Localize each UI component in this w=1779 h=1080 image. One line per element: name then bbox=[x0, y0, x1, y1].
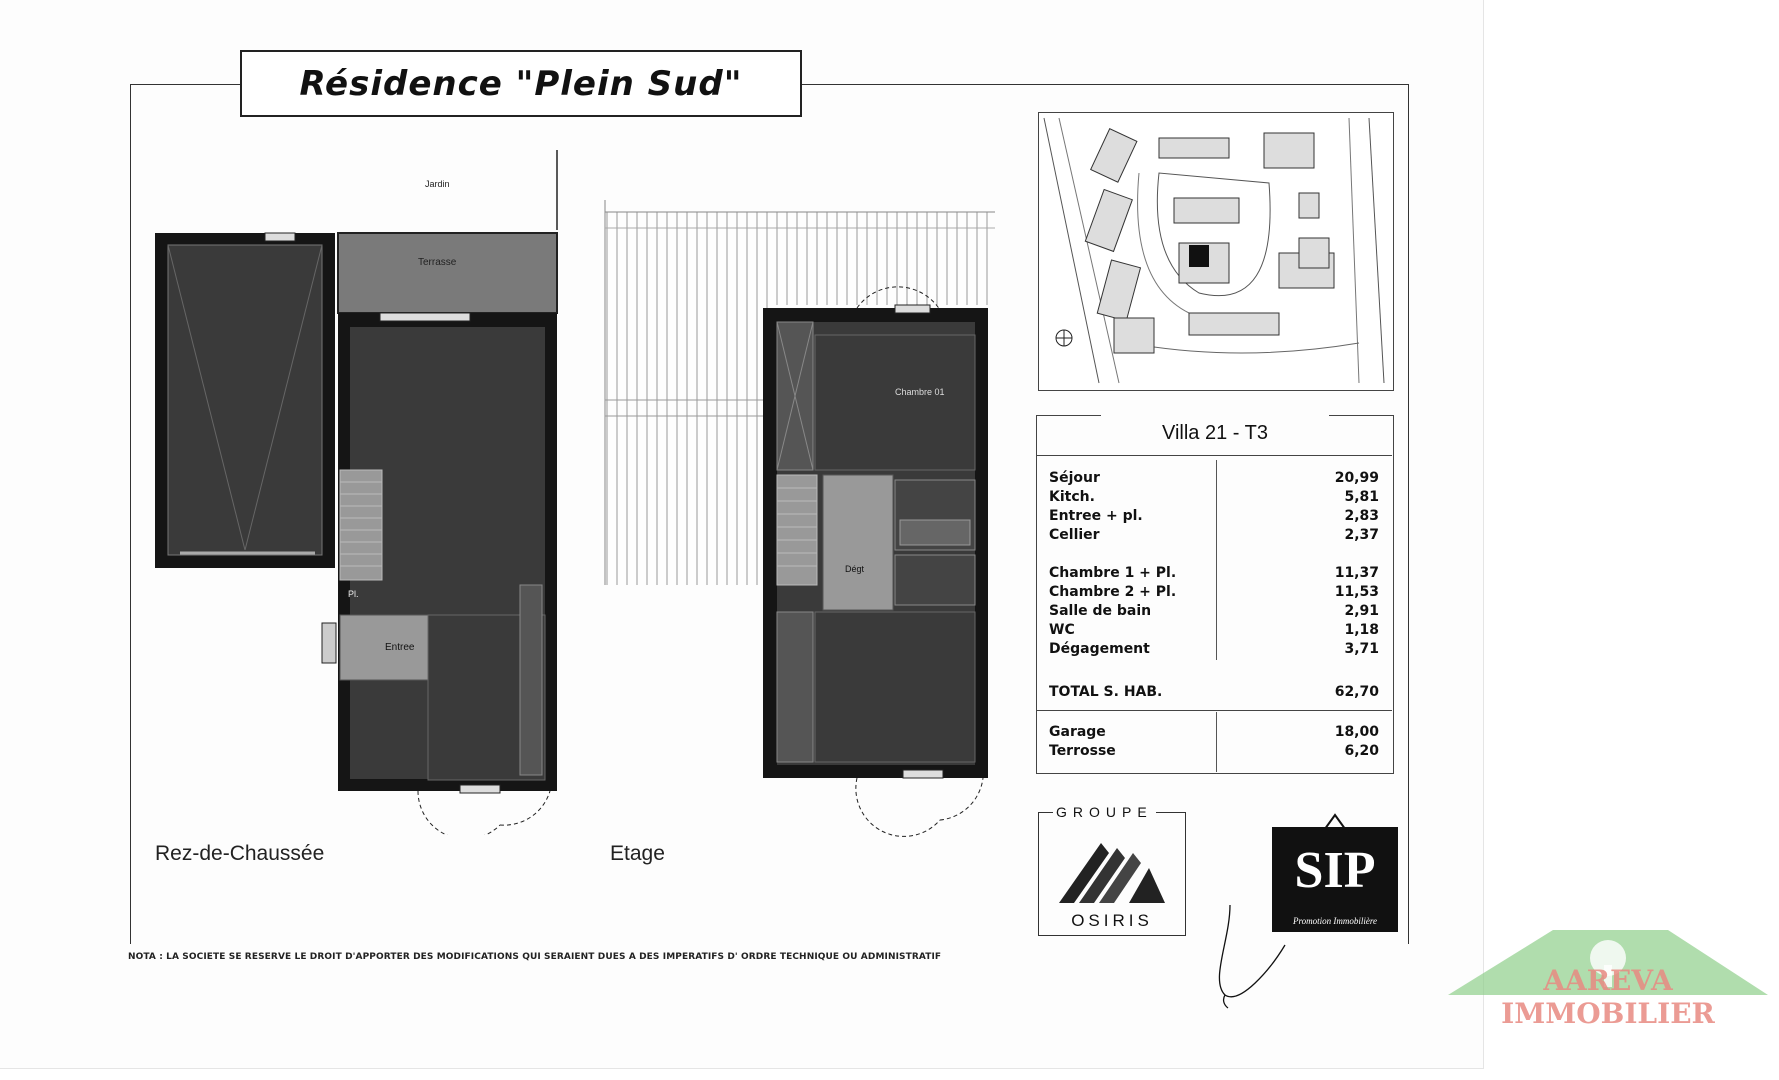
logo-sip-text: SIP bbox=[1294, 842, 1376, 899]
label-placard: Pl. bbox=[348, 589, 359, 599]
area-label: Séjour bbox=[1049, 470, 1100, 486]
frame-left bbox=[130, 84, 131, 944]
house-roof-icon bbox=[1448, 930, 1768, 995]
area-value: 18,00 bbox=[1334, 724, 1379, 740]
frame-right bbox=[1408, 84, 1409, 944]
agency-watermark: AAREVA IMMOBILIER bbox=[1438, 910, 1778, 1040]
total-value: 62,70 bbox=[1334, 684, 1379, 700]
plan-sheet: Résidence "Plein Sud" Jardin Terrasse Pl… bbox=[0, 0, 1484, 1069]
upper-floor-label: Etage bbox=[610, 842, 665, 865]
area-row-chambre-1: Chambre 1 + Pl. 11,37 bbox=[1049, 565, 1379, 584]
area-label: Salle de bain bbox=[1049, 603, 1152, 619]
frame-top-right bbox=[798, 84, 1408, 85]
site-plan-map bbox=[1038, 112, 1394, 391]
area-label: Entree + pl. bbox=[1049, 508, 1143, 524]
site-buildings bbox=[1084, 128, 1335, 354]
table-column-divider bbox=[1216, 460, 1217, 660]
area-row-sejour: Séjour 20,99 bbox=[1049, 470, 1379, 489]
area-label: WC bbox=[1049, 622, 1075, 638]
label-entree: Entree bbox=[385, 642, 415, 653]
area-table-frame bbox=[1036, 415, 1394, 774]
osiris-mark-icon bbox=[1059, 843, 1165, 903]
label-chambre-1: Chambre 01 bbox=[895, 387, 945, 397]
logo-groupe-text: GROUPE bbox=[1053, 804, 1156, 820]
area-value: 11,37 bbox=[1334, 565, 1379, 581]
area-label: Chambre 2 + Pl. bbox=[1049, 584, 1177, 600]
logo-osiris-text: OSIRIS bbox=[1071, 911, 1153, 930]
ground-floor-plan: Jardin Terrasse Pl. Entree bbox=[155, 150, 558, 835]
area-value: 3,71 bbox=[1344, 641, 1379, 657]
document-title: Résidence "Plein Sud" bbox=[240, 50, 802, 117]
area-label: Kitch. bbox=[1049, 489, 1095, 505]
watermark-text: AAREVA IMMOBILIER bbox=[1501, 964, 1715, 1030]
upper-floor-plan: Chambre 01 Dégt bbox=[604, 200, 995, 837]
label-jardin: Jardin bbox=[425, 179, 450, 189]
area-row-total: TOTAL S. HAB. 62,70 bbox=[1049, 684, 1379, 703]
ground-floor-label: Rez-de-Chaussée bbox=[155, 842, 325, 865]
area-value: 2,37 bbox=[1344, 527, 1379, 543]
area-value: 20,99 bbox=[1334, 470, 1379, 486]
area-row-terrasse: Terrosse 6,20 bbox=[1049, 743, 1379, 762]
label-terrasse: Terrasse bbox=[418, 257, 457, 268]
area-row-degagement: Dégagement 3,71 bbox=[1049, 641, 1379, 660]
table-separator-total bbox=[1036, 710, 1392, 711]
area-row-garage: Garage 18,00 bbox=[1049, 724, 1379, 743]
area-label: Cellier bbox=[1049, 527, 1100, 543]
area-value: 5,81 bbox=[1344, 489, 1379, 505]
area-value: 2,91 bbox=[1344, 603, 1379, 619]
sip-logo: SIP Promotion Immobilière bbox=[1272, 813, 1398, 932]
area-row-cellier: Cellier 2,37 bbox=[1049, 527, 1379, 546]
label-degagement: Dégt bbox=[845, 564, 865, 574]
area-value: 11,53 bbox=[1334, 584, 1379, 600]
area-row-wc: WC 1,18 bbox=[1049, 622, 1379, 641]
villa-title: Villa 21 - T3 bbox=[1162, 422, 1268, 444]
total-label: TOTAL S. HAB. bbox=[1049, 684, 1163, 700]
area-row-salle-de-bain: Salle de bain 2,91 bbox=[1049, 603, 1379, 622]
area-row-entree: Entree + pl. 2,83 bbox=[1049, 508, 1379, 527]
area-label: Dégagement bbox=[1049, 641, 1150, 657]
frame-top-left bbox=[130, 84, 240, 85]
sip-roof-icon bbox=[1321, 813, 1349, 833]
area-value: 2,83 bbox=[1344, 508, 1379, 524]
signature-mark bbox=[1218, 904, 1286, 1009]
groupe-osiris-logo: GROUPE OSIRIS bbox=[1038, 804, 1186, 936]
area-label: Garage bbox=[1049, 724, 1106, 740]
area-row-kitchen: Kitch. 5,81 bbox=[1049, 489, 1379, 508]
area-label: Terrosse bbox=[1049, 743, 1116, 759]
area-value: 1,18 bbox=[1344, 622, 1379, 638]
table-separator-header bbox=[1036, 455, 1392, 456]
nota-disclaimer: NOTA : LA SOCIETE SE RESERVE LE DROIT D'… bbox=[128, 952, 942, 962]
logo-sip-subtitle: Promotion Immobilière bbox=[1292, 916, 1378, 926]
area-value: 6,20 bbox=[1344, 743, 1379, 759]
area-row-chambre-2: Chambre 2 + Pl. 11,53 bbox=[1049, 584, 1379, 603]
table-column-divider-annex bbox=[1216, 712, 1217, 772]
area-label: Chambre 1 + Pl. bbox=[1049, 565, 1177, 581]
